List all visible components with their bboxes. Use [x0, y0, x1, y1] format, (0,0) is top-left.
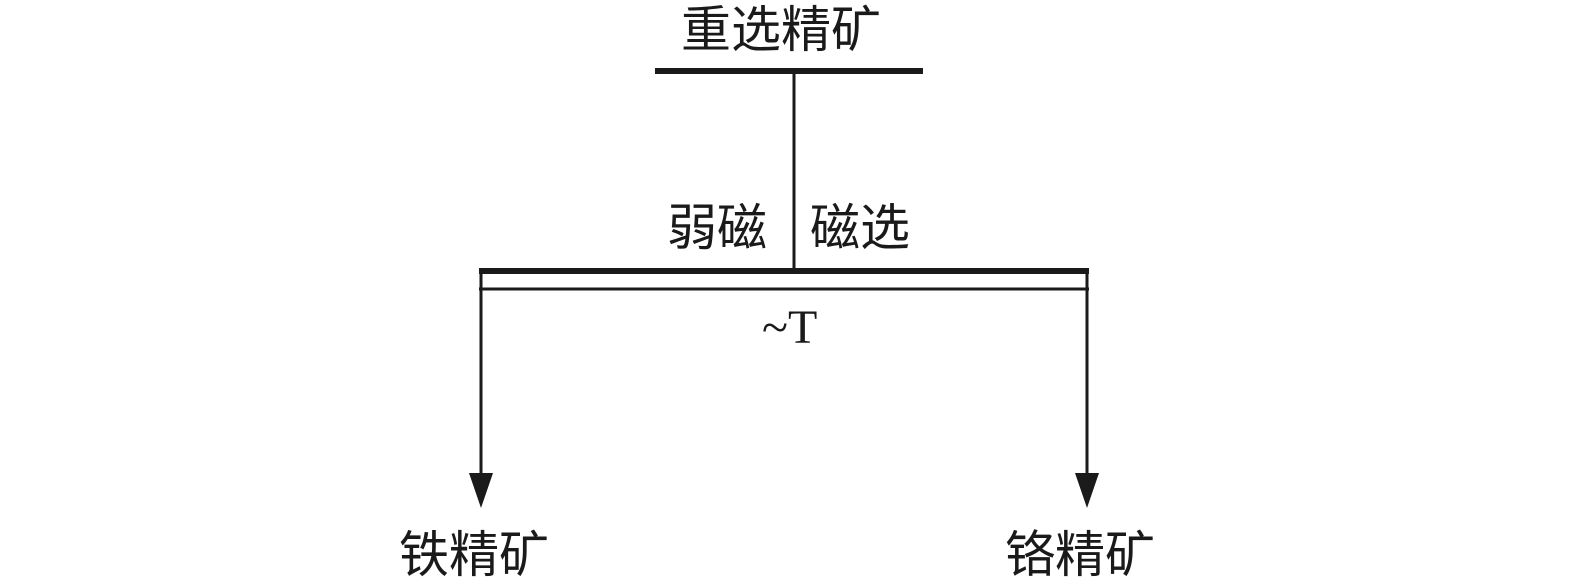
product-label-iron: 铁精矿 [399, 526, 549, 584]
feed-label: 重选精矿 [681, 1, 881, 59]
product-left-arrowhead [469, 473, 493, 508]
field-strength-label: ~T [762, 301, 818, 354]
operation-label-right: 磁选 [810, 199, 910, 257]
operation-label-left: 弱磁 [667, 199, 767, 257]
product-right-arrowhead [1075, 473, 1099, 508]
product-label-chromium: 铬精矿 [1005, 526, 1155, 584]
